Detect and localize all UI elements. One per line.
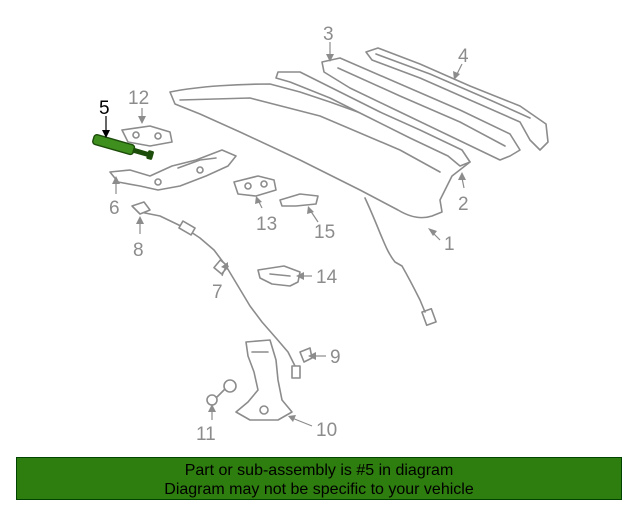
callout-9: 9 xyxy=(330,347,341,368)
leader-lines xyxy=(102,42,466,427)
part-2-weatherstrip[interactable] xyxy=(275,71,471,167)
callout-10: 10 xyxy=(316,420,337,441)
callout-15: 15 xyxy=(314,222,335,243)
part-8-clip[interactable] xyxy=(131,201,151,215)
part-13-bracket[interactable] xyxy=(233,175,277,197)
callout-14: 14 xyxy=(316,267,338,288)
callout-6: 6 xyxy=(109,198,120,219)
callout-3: 3 xyxy=(323,24,334,45)
callout-8: 8 xyxy=(133,240,144,261)
callout-12: 12 xyxy=(128,88,149,109)
diagram-notice-banner: Part or sub-assembly is #5 in diagram Di… xyxy=(16,457,622,500)
callout-7: 7 xyxy=(212,282,223,303)
callout-13: 13 xyxy=(256,214,277,235)
notice-line-1: Part or sub-assembly is #5 in diagram xyxy=(184,462,454,479)
parts-diagram: 1 2 3 4 5 6 7 8 9 10 11 12 13 14 15 xyxy=(92,24,549,445)
part-15-bracket[interactable] xyxy=(279,193,319,207)
part-12-hinge-bracket[interactable] xyxy=(121,125,173,147)
part-10-latch[interactable] xyxy=(235,339,293,421)
callout-2: 2 xyxy=(458,194,469,215)
part-1-trunk-lid[interactable] xyxy=(169,83,471,327)
callout-4: 4 xyxy=(458,46,469,67)
callout-5: 5 xyxy=(99,98,110,119)
part-11-bolt[interactable] xyxy=(206,379,237,406)
part-5-lift-support[interactable] xyxy=(92,133,154,161)
notice-line-2: Diagram may not be specific to your vehi… xyxy=(164,481,474,498)
part-3-spoiler-base[interactable] xyxy=(321,57,521,161)
part-4-spoiler[interactable] xyxy=(365,47,549,151)
part-14-striker-bracket[interactable] xyxy=(257,265,301,287)
part-6-hinge[interactable] xyxy=(109,149,237,191)
callout-11: 11 xyxy=(196,424,216,445)
callout-1: 1 xyxy=(444,234,455,255)
